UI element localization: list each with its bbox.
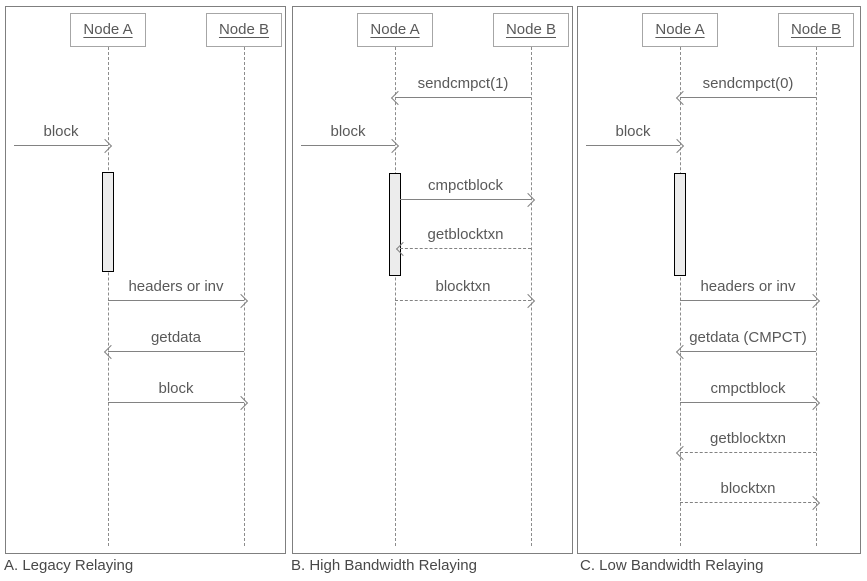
arrow-line xyxy=(680,402,816,403)
activation-bar xyxy=(102,172,114,272)
node-b-lifeline xyxy=(816,47,817,546)
arrowhead-icon xyxy=(805,395,821,411)
message-label: block xyxy=(158,380,194,397)
message-label: getdata (CMPCT) xyxy=(689,329,807,346)
message-label: headers or inv xyxy=(128,278,224,295)
node-a-box: Node A xyxy=(70,13,146,47)
arrow-line xyxy=(14,145,108,146)
caption-high-bandwidth-relaying: B. High Bandwidth Relaying xyxy=(291,557,477,574)
message-label: getblocktxn xyxy=(710,430,786,447)
node-b-lifeline xyxy=(244,47,245,546)
message-label: cmpctblock xyxy=(710,380,786,397)
arrow-line xyxy=(680,300,816,301)
node-a-lifeline xyxy=(395,47,396,546)
arrow-line xyxy=(586,145,680,146)
caption-low-bandwidth-relaying: C. Low Bandwidth Relaying xyxy=(580,557,764,574)
arrowhead-icon xyxy=(675,90,691,106)
arrow-line xyxy=(680,452,816,453)
message-label: sendcmpct(1) xyxy=(417,75,509,92)
caption-legacy-relaying: A. Legacy Relaying xyxy=(4,557,134,574)
message-label: block xyxy=(615,123,651,140)
message-label: headers or inv xyxy=(700,278,796,295)
node-a-lifeline xyxy=(680,47,681,546)
message-label: sendcmpct(0) xyxy=(702,75,794,92)
arrow-line xyxy=(395,300,531,301)
message-label: blocktxn xyxy=(435,278,491,295)
arrow-line xyxy=(400,248,531,249)
message-label: block xyxy=(330,123,366,140)
node-b-box: Node B xyxy=(493,13,569,47)
message-label: cmpctblock xyxy=(427,177,504,194)
arrow-line xyxy=(395,97,531,98)
panel-legacy-relaying: Node A Node B block headers or inv getda… xyxy=(5,6,286,554)
message-label: getdata xyxy=(150,329,202,346)
arrow-line xyxy=(400,199,531,200)
arrowhead-icon xyxy=(669,138,685,154)
arrow-line xyxy=(301,145,395,146)
arrow-line xyxy=(680,351,816,352)
arrowhead-icon xyxy=(233,293,249,309)
node-a-lifeline xyxy=(108,47,109,546)
message-label: getblocktxn xyxy=(427,226,504,243)
node-b-lifeline xyxy=(531,47,532,546)
arrow-line xyxy=(108,351,244,352)
panel-high-bandwidth-relaying: Node A Node B sendcmpct(1) block cmpctbl… xyxy=(292,6,573,554)
activation-bar xyxy=(674,173,686,276)
arrow-line xyxy=(680,502,816,503)
arrowhead-icon xyxy=(675,344,691,360)
node-b-box: Node B xyxy=(206,13,282,47)
arrowhead-icon xyxy=(103,344,119,360)
arrowhead-icon xyxy=(520,293,536,309)
arrowhead-icon xyxy=(805,495,821,511)
arrowhead-icon xyxy=(805,293,821,309)
panel-low-bandwidth-relaying: Node A Node B sendcmpct(0) block headers… xyxy=(577,6,861,554)
arrow-line xyxy=(680,97,816,98)
arrowhead-icon xyxy=(233,395,249,411)
arrow-line xyxy=(108,300,244,301)
node-a-box: Node A xyxy=(642,13,718,47)
node-a-box: Node A xyxy=(357,13,433,47)
arrowhead-icon xyxy=(390,90,406,106)
arrowhead-icon xyxy=(675,445,691,461)
arrowhead-icon xyxy=(384,138,400,154)
arrow-line xyxy=(108,402,244,403)
activation-bar xyxy=(389,173,401,276)
message-label: blocktxn xyxy=(720,480,776,497)
node-b-box: Node B xyxy=(778,13,854,47)
message-label: block xyxy=(43,123,79,140)
arrowhead-icon xyxy=(520,192,536,208)
arrowhead-icon xyxy=(97,138,113,154)
